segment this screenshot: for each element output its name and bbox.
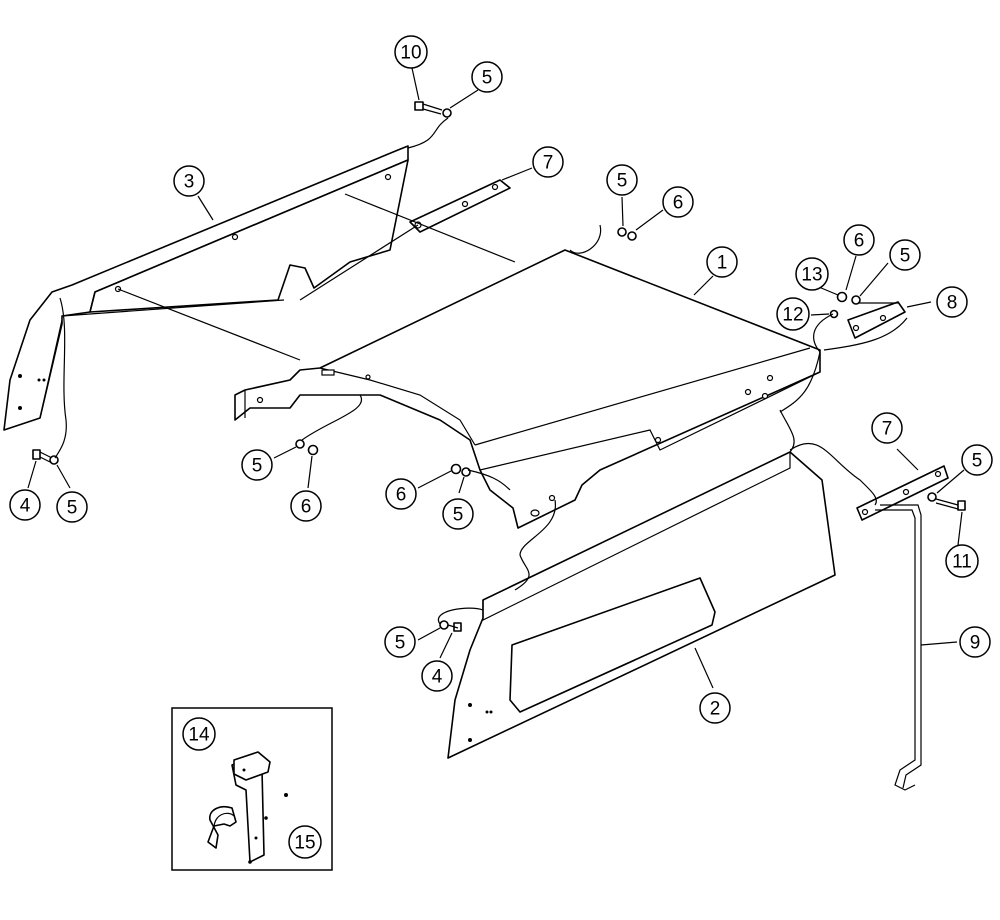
callout-label: 6 (854, 231, 865, 252)
callout-circle (699, 692, 731, 724)
callout-label: 5 (67, 498, 78, 519)
callout-label: 2 (710, 699, 721, 720)
callout-label: 14 (188, 725, 210, 746)
callout-label: 13 (801, 265, 822, 286)
callout-label: 1 (717, 253, 728, 274)
callout-circle (662, 186, 694, 218)
support-rod (875, 504, 922, 791)
callout-label: 5 (395, 633, 406, 654)
callout-1: 1 (706, 246, 738, 278)
callout-label: 3 (184, 172, 195, 193)
hardware (32, 101, 966, 632)
callout-label: 5 (252, 456, 263, 477)
callout-15: 15 (288, 825, 322, 859)
callout-7: 7 (871, 412, 903, 444)
right-hinge-strap (847, 301, 906, 339)
callout-14: 14 (182, 717, 216, 751)
callout-circle (961, 444, 993, 476)
callout-circle (290, 490, 322, 522)
callout-5: 5 (889, 239, 921, 271)
callout-6: 6 (843, 224, 875, 256)
callout-13: 13 (795, 257, 829, 291)
callout-5: 5 (442, 498, 474, 530)
connection-lines (54, 117, 908, 625)
callout-5: 5 (471, 61, 503, 93)
callout-label: 4 (432, 667, 443, 688)
callout-circle (288, 825, 322, 859)
callout-6: 6 (385, 478, 417, 510)
callout-circle (9, 489, 41, 521)
callout-circle (173, 165, 205, 197)
callout-circle (384, 626, 416, 658)
callout-label: 5 (453, 505, 464, 526)
callout-circle (871, 412, 903, 444)
callout-group: 10 5 3 7 5 6 1 6 13 5 12 8 4 5 5 6 6 5 7 5 11 9 5 4 2 14 15 (9, 35, 993, 859)
callout-circle (945, 544, 979, 578)
callout-circle (394, 35, 428, 69)
callout-11: 11 (945, 544, 979, 578)
callout-circle (606, 164, 638, 196)
callout-circle (795, 257, 829, 291)
callout-circle (532, 146, 564, 178)
detail-inset (171, 707, 333, 871)
callout-3: 3 (173, 165, 205, 197)
callout-6: 6 (290, 490, 322, 522)
callout-label: 6 (301, 497, 312, 518)
upper-hinge-strap (409, 179, 511, 233)
callout-circle (706, 246, 738, 278)
callout-label: 6 (673, 193, 684, 214)
callout-label: 10 (400, 43, 421, 64)
callout-4: 4 (421, 660, 453, 692)
callout-circle (56, 491, 88, 523)
callout-label: 7 (882, 419, 893, 440)
callout-circle (936, 286, 968, 318)
callout-circle (241, 449, 273, 481)
callout-label: 15 (294, 833, 315, 854)
callout-6: 6 (662, 186, 694, 218)
callout-circle (421, 660, 453, 692)
callout-8: 8 (936, 286, 968, 318)
callout-label: 5 (482, 68, 493, 89)
callout-label: 4 (20, 496, 31, 517)
callout-circle (843, 224, 875, 256)
callout-label: 11 (952, 552, 972, 573)
callout-10: 10 (394, 35, 428, 69)
callout-4: 4 (9, 489, 41, 521)
callout-circle (959, 626, 991, 658)
callout-12: 12 (776, 297, 810, 331)
callout-label: 5 (900, 246, 911, 267)
roof-panel (234, 249, 821, 529)
callout-label: 9 (970, 633, 981, 654)
callout-5: 5 (56, 491, 88, 523)
callout-7: 7 (532, 146, 564, 178)
callout-5: 5 (241, 449, 273, 481)
callout-circle (385, 478, 417, 510)
callout-5: 5 (961, 444, 993, 476)
callout-label: 8 (947, 293, 958, 314)
callout-label: 12 (782, 305, 803, 326)
callout-label: 5 (972, 451, 983, 472)
callout-label: 5 (617, 171, 628, 192)
callout-label: 7 (543, 153, 554, 174)
callout-2: 2 (699, 692, 731, 724)
callout-9: 9 (959, 626, 991, 658)
callout-5: 5 (384, 626, 416, 658)
left-side-panel (3, 145, 409, 431)
lower-hinge-strap (856, 465, 949, 521)
callout-5: 5 (606, 164, 638, 196)
callout-circle (471, 61, 503, 93)
callout-circle (776, 297, 810, 331)
callout-label: 6 (396, 485, 407, 506)
callout-circle (889, 239, 921, 271)
callout-circle (442, 498, 474, 530)
callout-circle (182, 717, 216, 751)
